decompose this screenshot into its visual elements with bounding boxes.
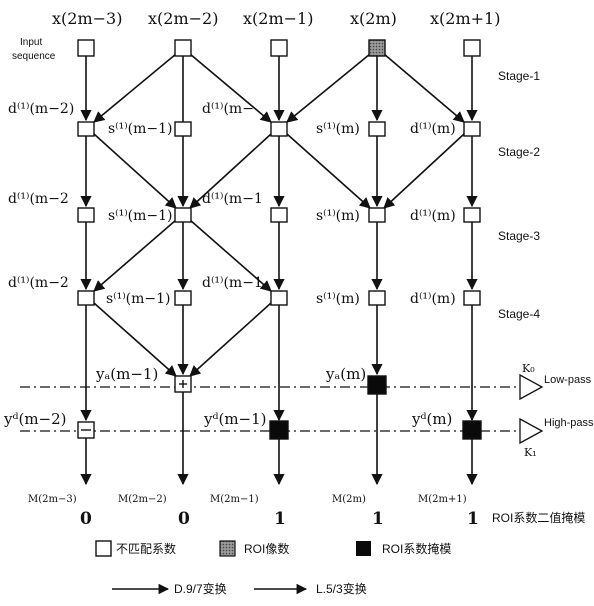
label-ya-m-1: yₐ(m−1) <box>95 365 158 383</box>
mask-value-4: 1 <box>467 509 479 529</box>
label-r4-d-m-1: d⁽¹⁾(m−1 <box>202 275 263 291</box>
label-r3-s-m-1: s⁽¹⁾(m−1) <box>108 208 173 224</box>
node-input-2 <box>270 39 288 57</box>
top-label-x-2m-3: x(2m−3) <box>52 9 122 28</box>
mask-label-1: M(2m−2) <box>118 494 167 505</box>
top-label-x-2m-1: x(2m−1) <box>243 9 313 28</box>
nodes <box>77 39 482 440</box>
stage-labels: Stage-1 Stage-2 Stage-3 Stage-4 <box>498 69 540 321</box>
node-input-1 <box>174 39 192 57</box>
legend-roi-mask-label: ROI系数掩模 <box>382 541 451 556</box>
input-sample-labels: x(2m−3) x(2m−2) x(2m−1) x(2m) x(2m+1) <box>52 9 500 28</box>
filters: Low-pass High-pass K₀ K₁ <box>519 362 594 459</box>
legend-l53-label: L.5/3变换 <box>316 581 367 596</box>
label-ya-m: yₐ(m) <box>325 365 366 383</box>
legend-unmatched-label: 不匹配系数 <box>116 541 176 556</box>
label-r3-d-m-2: d⁽¹⁾(m−2 <box>8 191 69 207</box>
stage-3-label: Stage-3 <box>498 229 540 243</box>
legend-d97-label: D.9/7变换 <box>174 581 227 596</box>
label-r2-s-m: s⁽¹⁾(m) <box>316 121 360 137</box>
mask-label-3: M(2m) <box>332 494 366 505</box>
label-r2-d-m: d⁽¹⁾(m) <box>410 121 456 137</box>
label-yd-m-1: yᵈ(m−1) <box>203 410 267 428</box>
mask-value-3: 1 <box>372 509 384 529</box>
legend-roi-pixel-swatch <box>219 540 236 557</box>
stage-1-label: Stage-1 <box>498 69 540 83</box>
mask-value-2: 1 <box>274 509 286 529</box>
input-label-line2: sequence <box>12 51 56 62</box>
node-input-roi-pixel <box>368 39 386 57</box>
label-r4-d-m-2: d⁽¹⁾(m−2 <box>8 275 69 291</box>
node-yd-m-1-mask <box>269 420 289 440</box>
low-pass-label: Low-pass <box>544 374 592 386</box>
mask-title: ROI系数二值掩模 <box>492 510 585 525</box>
stage2-labels: d⁽¹⁾(m−2) s⁽¹⁾(m−1) d⁽¹⁾(m− s⁽¹⁾(m) d⁽¹⁾… <box>8 101 456 137</box>
mask-label-0: M(2m−3) <box>28 494 77 505</box>
label-r2-d-m-1: d⁽¹⁾(m− <box>202 101 254 117</box>
k1-label: K₁ <box>524 446 537 459</box>
label-r3-d-m: d⁽¹⁾(m) <box>410 208 456 224</box>
top-label-x-2m-2: x(2m−2) <box>148 9 218 28</box>
node-yd-m-mask <box>462 420 482 440</box>
diagonal-arrows <box>93 53 465 377</box>
stage4-labels: d⁽¹⁾(m−2 s⁽¹⁾(m−1) d⁽¹⁾(m−1 s⁽¹⁾(m) d⁽¹⁾… <box>8 275 456 307</box>
legend-roi-pixel-label: ROI像数 <box>244 541 289 556</box>
legend-unmatched-swatch <box>95 540 112 557</box>
mask-values: 0 0 1 1 1 <box>80 509 479 529</box>
stage-4-label: Stage-4 <box>498 307 540 321</box>
mask-value-1: 0 <box>178 509 190 529</box>
stage-2-label: Stage-2 <box>498 145 540 159</box>
label-r3-s-m: s⁽¹⁾(m) <box>316 208 360 224</box>
input-sequence-label: Input sequence <box>12 37 56 62</box>
high-pass-label: High-pass <box>544 417 594 429</box>
top-label-x-2m: x(2m) <box>350 9 397 28</box>
mask-labels: M(2m−3) M(2m−2) M(2m−1) M(2m) M(2m+1) <box>28 494 467 505</box>
label-yd-m: yᵈ(m) <box>411 410 452 428</box>
label-r4-d-m: d⁽¹⁾(m) <box>410 291 456 307</box>
node-ya-m-mask <box>367 375 387 395</box>
label-r2-d-m-2: d⁽¹⁾(m−2) <box>8 101 74 117</box>
high-pass-filter-icon <box>519 417 544 445</box>
legend-roi-mask-swatch <box>356 541 371 556</box>
label-r3-d-m-1: d⁽¹⁾(m−1 <box>202 191 263 207</box>
mask-value-0: 0 <box>80 509 92 529</box>
label-r4-s-m: s⁽¹⁾(m) <box>316 291 360 307</box>
k0-label: K₀ <box>522 362 535 375</box>
stage3-labels: d⁽¹⁾(m−2 s⁽¹⁾(m−1) d⁽¹⁾(m−1 s⁽¹⁾(m) d⁽¹⁾… <box>8 191 456 224</box>
node-input-4 <box>463 39 481 57</box>
output-labels: yₐ(m−1) yₐ(m) yᵈ(m−2) yᵈ(m−1) yᵈ(m) <box>3 365 452 428</box>
label-yd-m-2: yᵈ(m−2) <box>3 410 67 428</box>
mask-label-4: M(2m+1) <box>418 494 467 505</box>
input-label-line1: Input <box>20 37 42 48</box>
mask-label-2: M(2m−1) <box>210 494 259 505</box>
label-r4-s-m-1: s⁽¹⁾(m−1) <box>106 291 171 307</box>
legend: 不匹配系数 ROI像数 ROI系数掩模 D.9/7变换 L.5/3变换 <box>95 540 451 596</box>
low-pass-filter-icon <box>519 373 544 401</box>
top-label-x-2m+1: x(2m+1) <box>430 9 500 28</box>
label-r2-s-m-1: s⁽¹⁾(m−1) <box>108 121 173 137</box>
node-input-0 <box>77 39 95 57</box>
